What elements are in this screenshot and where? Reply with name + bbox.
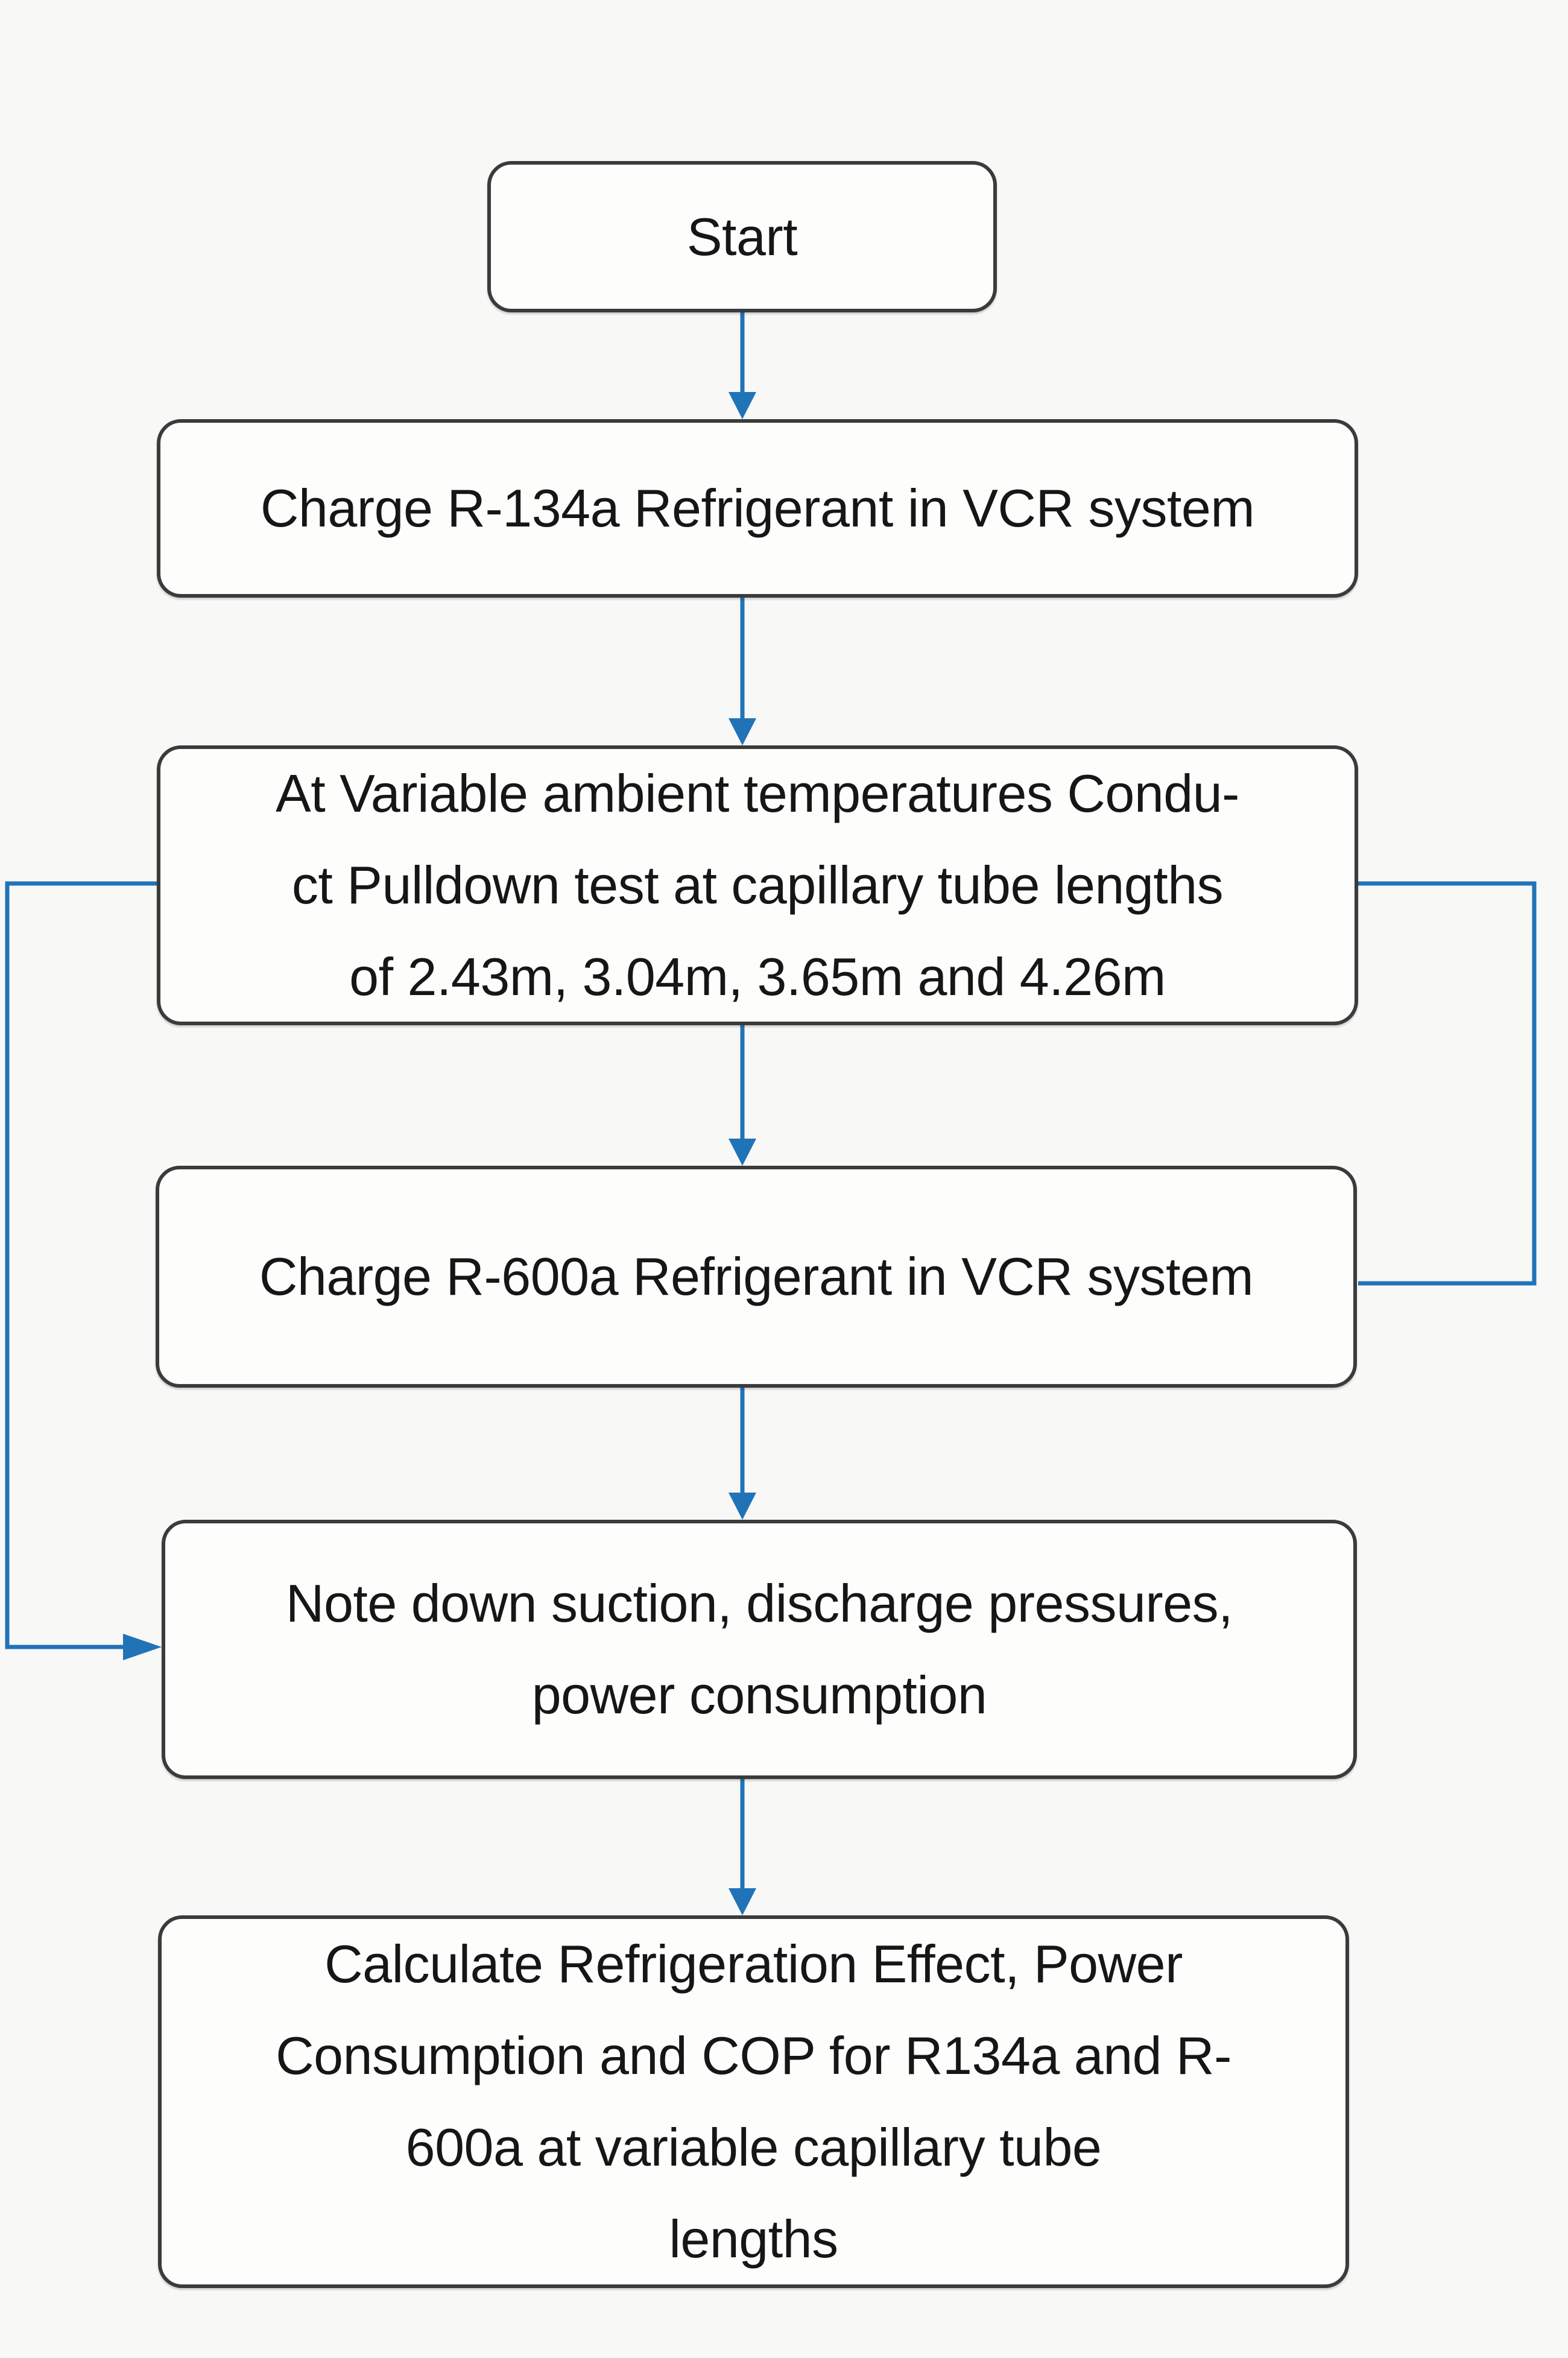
node-pulldown-test-label-line3: of 2.43m, 3.04m, 3.65m and 4.26m bbox=[349, 947, 1166, 1007]
node-charge-r134a: Charge R-134a Refrigerant in VCR system bbox=[157, 419, 1358, 598]
node-calculate-label-line4: lengths bbox=[669, 2209, 838, 2269]
node-calculate-label-line2: Consumption and COP for R134a and R- bbox=[276, 2026, 1231, 2085]
node-note-readings-label-line2: power consumption bbox=[531, 1665, 987, 1725]
node-note-readings: Note down suction, discharge pressures, … bbox=[162, 1520, 1357, 1779]
edge-r134a-to-pulldown-arrowhead bbox=[729, 718, 756, 745]
node-calculate-label-line3: 600a at variable capillary tube bbox=[405, 2117, 1102, 2177]
node-pulldown-test-label-line1: At Variable ambient temperatures Condu- bbox=[276, 763, 1239, 823]
edge-note-to-calculate-arrowhead bbox=[729, 1888, 756, 1915]
node-start-label: Start bbox=[686, 206, 798, 267]
edge-pulldown-to-note-arrowhead bbox=[123, 1634, 162, 1660]
node-charge-r600a-label: Charge R-600a Refrigerant in VCR system bbox=[259, 1247, 1254, 1306]
edge-start-to-r134a-arrowhead bbox=[729, 392, 756, 419]
node-calculate: Calculate Refrigeration Effect, Power Co… bbox=[158, 1915, 1349, 2288]
node-calculate-label-line1: Calculate Refrigeration Effect, Power bbox=[324, 1934, 1183, 1994]
node-note-readings-label-line1: Note down suction, discharge pressures, bbox=[285, 1573, 1233, 1633]
edge-pulldown-to-r600a-arrowhead bbox=[729, 1139, 756, 1166]
node-charge-r134a-label: Charge R-134a Refrigerant in VCR system bbox=[260, 478, 1255, 538]
edge-pulldown-to-r600a-right-elbow-line bbox=[1357, 881, 1537, 1286]
node-pulldown-test-label-line2: ct Pulldown test at capillary tube lengt… bbox=[291, 855, 1224, 915]
edge-pulldown-to-note-elbow-line bbox=[5, 881, 158, 1649]
node-start: Start bbox=[487, 161, 997, 312]
node-charge-r600a: Charge R-600a Refrigerant in VCR system bbox=[156, 1166, 1357, 1388]
edge-r600a-to-note-arrowhead bbox=[729, 1493, 756, 1520]
node-pulldown-test: At Variable ambient temperatures Condu- … bbox=[157, 745, 1358, 1025]
